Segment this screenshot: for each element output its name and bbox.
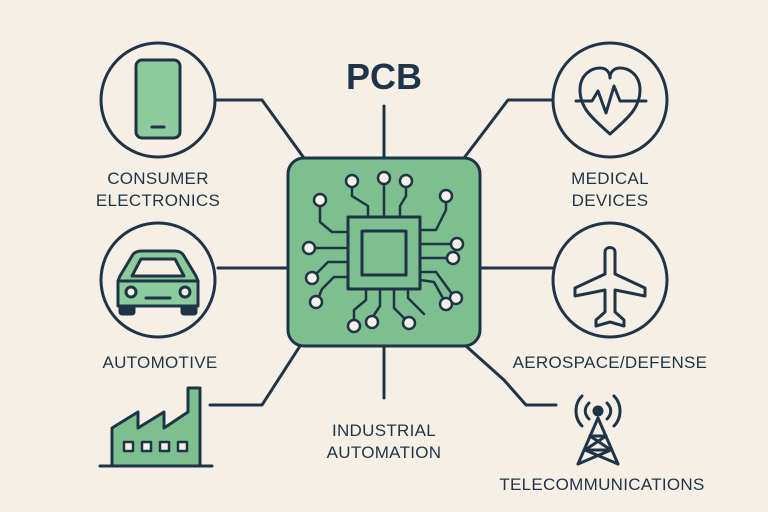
- automotive-label: AUTOMOTIVE: [80, 352, 240, 374]
- connector-lines: [208, 98, 558, 407]
- medical-devices-line2: DEVICES: [571, 191, 649, 210]
- diagram-title: PCB: [345, 56, 422, 97]
- telecommunications-line1: TELECOMMUNICATIONS: [499, 475, 705, 494]
- industrial-automation-line2: AUTOMATION: [326, 443, 442, 462]
- consumer-electronics-line2: ELECTRONICS: [95, 191, 221, 210]
- pcb-board: [286, 156, 482, 348]
- radio-tower-icon: [574, 394, 622, 466]
- medical-devices-label: MEDICAL DEVICES: [548, 168, 672, 212]
- factory-icon: [98, 386, 214, 468]
- aerospace-defense-label: AEROSPACE/DEFENSE: [490, 352, 730, 374]
- consumer-electronics-label: CONSUMER ELECTRONICS: [70, 168, 246, 212]
- industrial-automation-label: INDUSTRIAL AUTOMATION: [300, 420, 468, 464]
- automotive-circle: [99, 221, 217, 339]
- industrial-automation-line1: INDUSTRIAL: [331, 421, 437, 440]
- telecommunications-label: TELECOMMUNICATIONS: [476, 474, 728, 496]
- smartphone-icon: [134, 58, 182, 140]
- consumer-electronics-circle: [99, 41, 217, 159]
- medical-devices-circle: [551, 41, 669, 159]
- medical-devices-line1: MEDICAL: [571, 169, 649, 188]
- consumer-electronics-line1: CONSUMER: [107, 169, 209, 188]
- airplane-icon: [573, 246, 647, 328]
- car-icon: [116, 249, 200, 316]
- aerospace-defense-line1: AEROSPACE/DEFENSE: [512, 353, 708, 372]
- automotive-line1: AUTOMOTIVE: [102, 353, 218, 372]
- aerospace-defense-circle: [551, 221, 669, 339]
- heart-pulse-icon: [574, 66, 648, 136]
